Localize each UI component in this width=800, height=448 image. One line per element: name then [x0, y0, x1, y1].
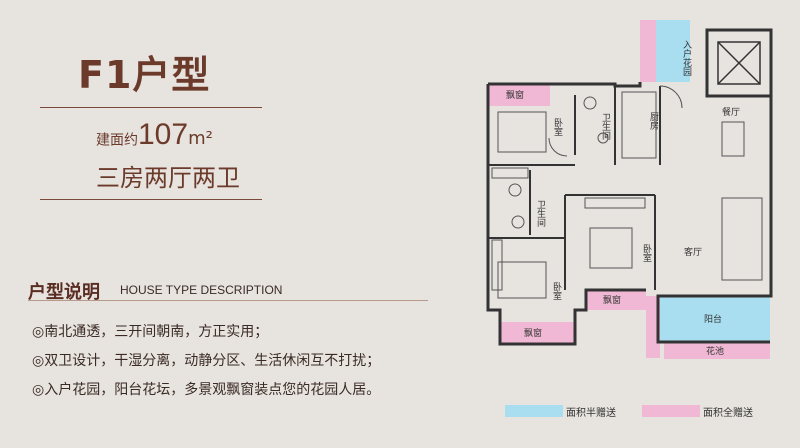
label-bay-window-top: 飘窗 [506, 89, 524, 101]
toilet-icon [511, 215, 525, 229]
area-divider [40, 199, 262, 200]
outer-wall-east [656, 94, 773, 344]
area-unit: m² [188, 128, 213, 149]
description-bullet: ◎南北通透，三开间朝南，方正实用； [32, 324, 269, 340]
bay-window-mid-area [586, 290, 646, 310]
area-prefix: 建面约 [96, 132, 138, 149]
label-bedroom-mid: 卧室 [641, 243, 652, 262]
description-title-en: HOUSE TYPE DESCRIPTION [120, 283, 283, 297]
bay-window-bottom-area [500, 322, 575, 344]
bay-window-top-area [488, 84, 550, 106]
label-bedroom-sw: 卧室 [551, 281, 562, 300]
label-flower-bed: 花池 [706, 345, 724, 357]
elevator-shaft [717, 41, 761, 85]
legend-label-full: 面积全赠送 [703, 408, 753, 419]
outer-wall-north [486, 84, 646, 346]
outer-wall-top [488, 82, 642, 88]
sink-icon [597, 132, 609, 144]
label-bay-window-mid: 飘窗 [603, 294, 621, 306]
description-title: 户型说明 [28, 282, 100, 303]
legend-swatch-full [642, 405, 700, 417]
door-swing-icon [659, 85, 683, 109]
bed-icon [589, 227, 633, 269]
elevator-cross [717, 41, 761, 85]
legend-swatch-half [505, 405, 563, 417]
bed-icon [497, 261, 547, 299]
sofa-icon [721, 197, 763, 281]
label-living: 客厅 [684, 246, 702, 258]
label-bath-mid: 卫生间 [535, 200, 546, 228]
description-bullet: ◎双卫设计，干湿分离，动静分区、生活休闲互不打扰； [32, 353, 381, 369]
area-value: 107 [138, 118, 189, 151]
floor-plan: 入户花园 飘窗 卧室 卫生间 厨房 餐厅 卫生间 卧室 客厅 卧室 飘窗 飘窗 … [486, 20, 773, 359]
toilet-icon [583, 96, 597, 110]
entry-garden-pink [640, 20, 656, 82]
wardrobe-icon [491, 239, 503, 291]
kitchen-counter-icon [621, 91, 657, 159]
dining-table-icon [721, 121, 745, 157]
label-bedroom-nw: 卧室 [552, 117, 563, 136]
flower-bed-area [664, 342, 770, 359]
description-divider [28, 300, 428, 301]
label-bath-top: 卫生间 [600, 113, 611, 141]
legend-label-half: 面积半赠送 [566, 408, 616, 419]
bed-icon [497, 111, 547, 153]
layout-description: 三房两厅两卫 [96, 164, 240, 192]
description-bullet: ◎入户花园，阳台花坛，多景观飘窗装点您的花园人居。 [32, 382, 381, 398]
sink-icon [508, 183, 522, 197]
label-bay-window-bottom: 飘窗 [524, 327, 542, 339]
label-balcony: 阳台 [704, 313, 722, 325]
area-line: 建面约107m² [96, 118, 213, 152]
wardrobe-icon [584, 197, 646, 209]
label-dining: 餐厅 [722, 106, 740, 118]
wardrobe-icon [491, 167, 529, 179]
balcony-area [658, 296, 770, 342]
title-divider [40, 107, 262, 108]
door-swing-icon [548, 137, 568, 157]
label-kitchen: 厨房 [648, 112, 659, 131]
label-entry-garden: 入户花园 [681, 40, 692, 77]
plan-title: F1户型 [78, 53, 211, 97]
